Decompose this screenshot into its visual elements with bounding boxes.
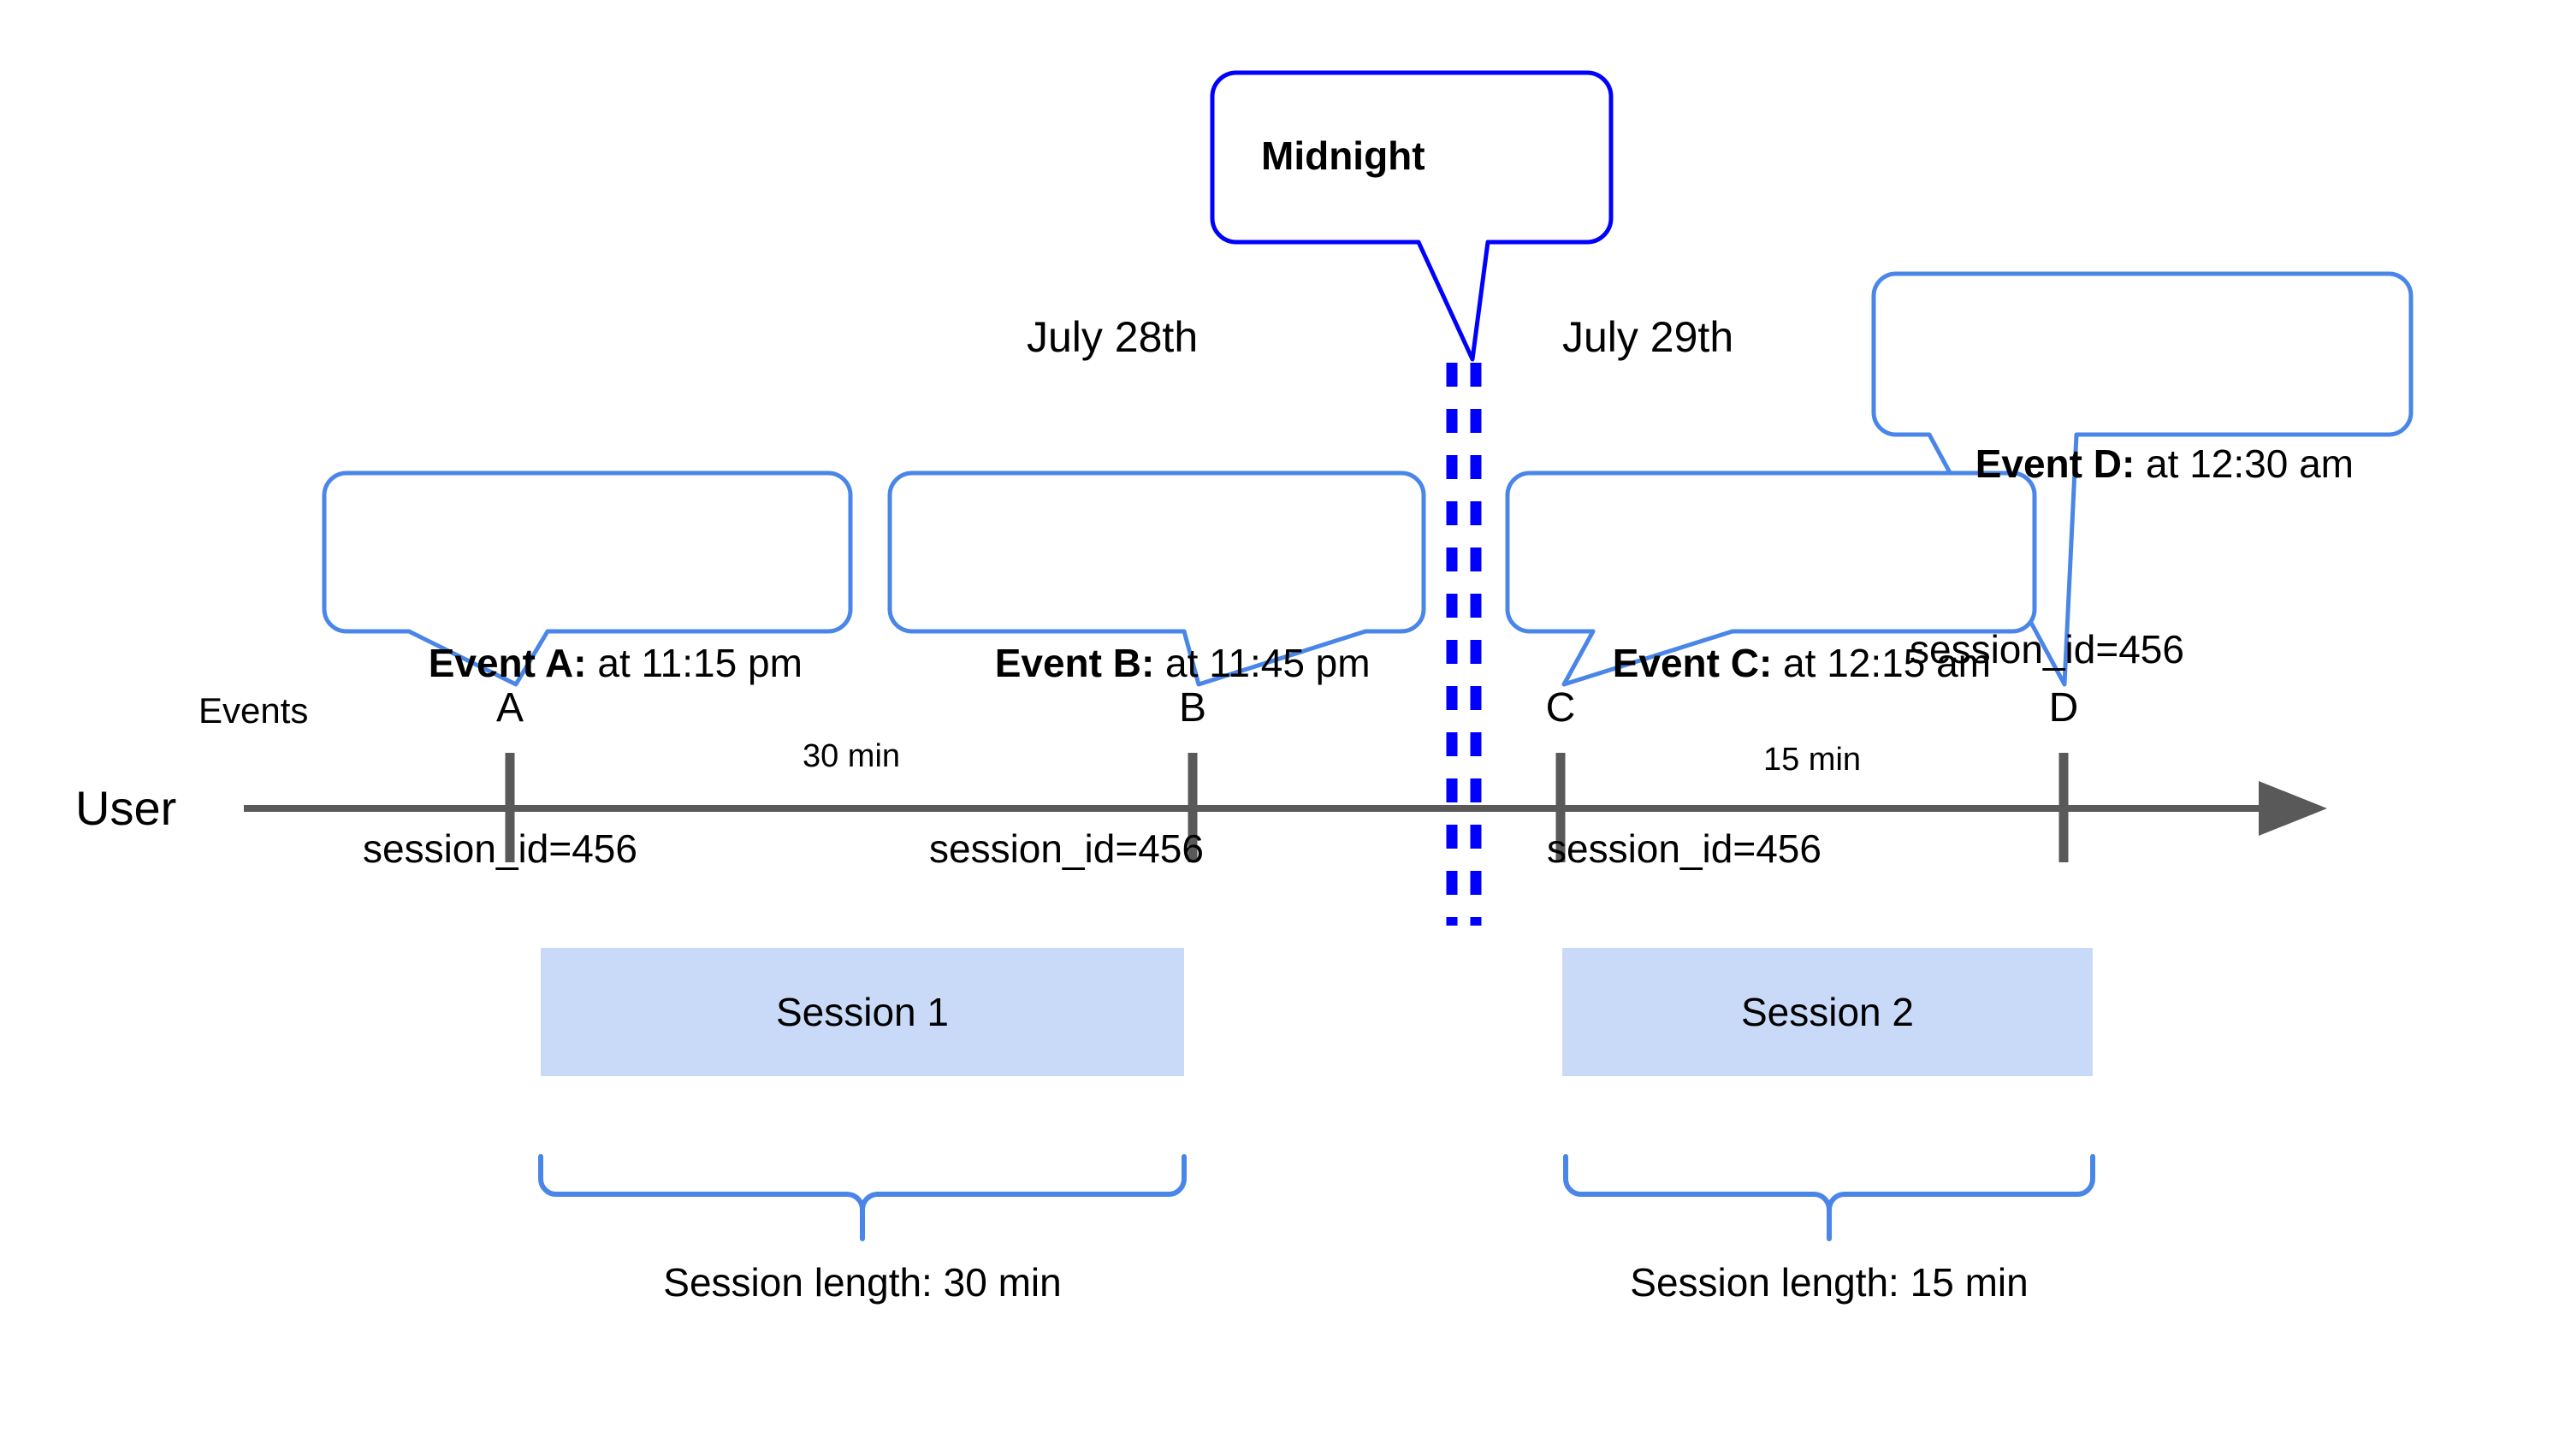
event-a-session-id: session_id=456	[363, 826, 637, 871]
gap-label-15-min: 15 min	[1762, 742, 1862, 778]
tick-label-c: C	[1545, 685, 1576, 731]
event-a-callout-text: Event A: at 11:15 pm session_id=456	[363, 500, 803, 965]
event-d-session-id: session_id=456	[1910, 626, 2184, 672]
event-b-time: at 11:45 pm	[1154, 640, 1371, 685]
session-2-label: Session 2	[1740, 990, 1914, 1034]
event-a-title: Event A:	[428, 640, 587, 685]
event-b-line-1: Event B: at 11:45 pm	[929, 594, 1371, 733]
axis-user-label: User	[75, 781, 177, 835]
tick-label-a: A	[495, 685, 524, 731]
midnight-callout-shape	[1210, 70, 1614, 362]
event-c-line-1: Event C: at 12:15 am	[1547, 594, 1991, 733]
event-d-time: at 12:30 am	[2135, 441, 2354, 486]
axis-events-label: Events	[198, 690, 309, 731]
session-2-rect	[1562, 948, 2093, 1076]
tick-label-b: B	[1178, 685, 1206, 731]
gap-label-30-min: 30 min	[802, 738, 901, 774]
event-b-callout-shape	[887, 471, 1426, 687]
timeline-axis	[244, 753, 2327, 862]
event-b-title: Event B:	[994, 640, 1155, 685]
tick-label-d: D	[2048, 685, 2079, 731]
event-c-time: at 12:15 am	[1772, 640, 1991, 685]
session-2-length-label: Session length: 15 min	[1630, 1260, 2029, 1305]
event-d-title: Event D:	[1975, 441, 2135, 486]
session-1-label: Session 1	[775, 990, 949, 1034]
event-d-callout-shape	[1871, 271, 2414, 687]
event-b-session-id: session_id=456	[929, 826, 1204, 871]
date-label-july-29: July 29th	[1562, 313, 1734, 361]
midnight-divider-lines	[1446, 363, 1482, 926]
event-a-line-1: Event A: at 11:15 pm	[363, 594, 803, 733]
session-1-length-label: Session length: 30 min	[663, 1260, 1062, 1305]
date-label-july-28: July 28th	[1027, 313, 1199, 361]
event-c-callout-shape	[1505, 471, 2037, 687]
event-d-callout-text: Event D: at 12:30 am session_id=456	[1910, 301, 2354, 766]
event-d-line-1: Event D: at 12:30 am	[1910, 394, 2354, 534]
event-c-session-id: session_id=456	[1547, 826, 1821, 871]
event-c-title: Event C:	[1612, 640, 1773, 685]
event-a-callout-shape	[322, 471, 853, 687]
event-a-time: at 11:15 pm	[586, 640, 803, 685]
event-c-callout-text: Event C: at 12:15 am session_id=456	[1547, 500, 1991, 965]
session-1-rect	[541, 948, 1184, 1076]
session-2-brace	[1563, 1154, 2095, 1241]
event-b-callout-text: Event B: at 11:45 pm session_id=456	[929, 500, 1371, 965]
midnight-callout-label: Midnight	[1261, 133, 1425, 178]
session-1-brace	[538, 1154, 1187, 1241]
